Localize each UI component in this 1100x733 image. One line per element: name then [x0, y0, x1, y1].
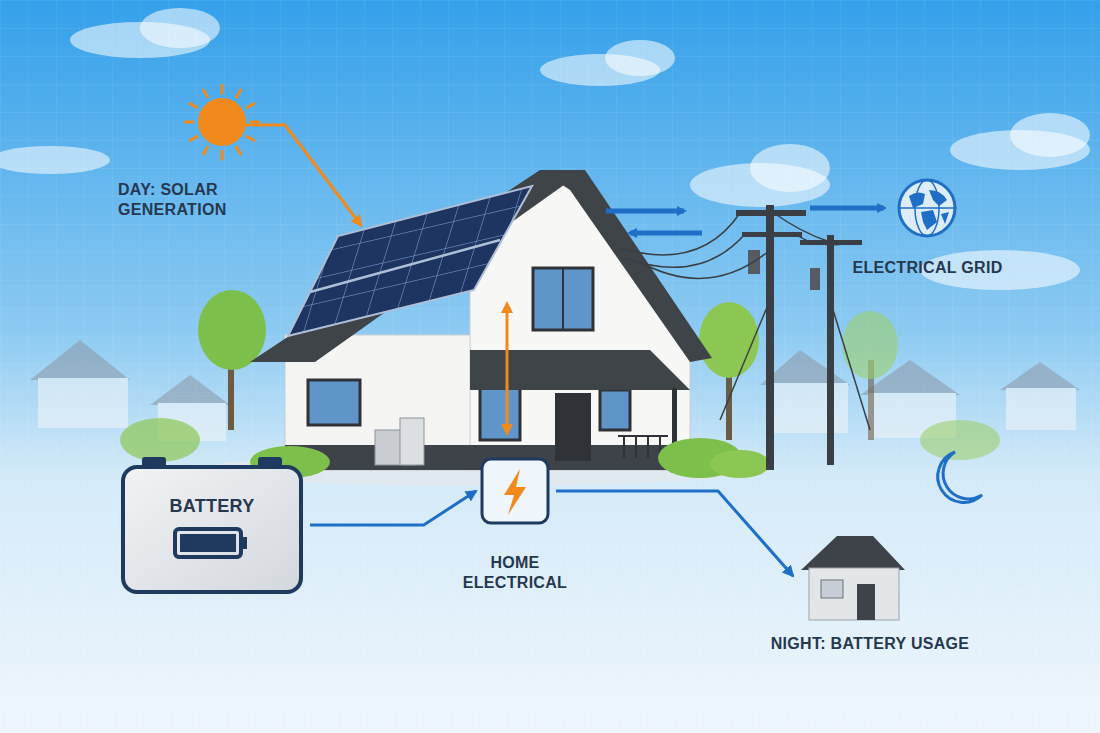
node-icon: [797, 530, 909, 622]
moon-icon: [938, 452, 982, 502]
node-icon: [120, 455, 304, 595]
grid-flow-arrows: [606, 208, 884, 233]
sun-leader-arrow: [238, 125, 360, 224]
main-house: [250, 170, 770, 478]
node-icon: [895, 176, 959, 240]
home-electrical-node: HOME ELECTRICAL: [445, 457, 585, 597]
house-flow-arrow: [506, 305, 509, 432]
node-icon: [182, 82, 262, 162]
node-label: NIGHT: BATTERY USAGE: [755, 634, 985, 654]
battery-node: BATTERY: [120, 455, 304, 599]
node-label: ELECTRICAL GRID: [840, 258, 1015, 278]
node-label: DAY: SOLAR GENERATION: [118, 180, 258, 220]
sun-node: DAY: SOLAR GENERATION: [112, 82, 292, 224]
night-house-node: NIGHT: BATTERY USAGE: [755, 530, 985, 658]
flow-connector: [310, 491, 476, 525]
node-label: HOME ELECTRICAL: [445, 553, 585, 593]
node-icon: [480, 457, 550, 525]
flow-connector: [556, 491, 793, 576]
node-label: BATTERY: [120, 495, 304, 518]
grid-node: ELECTRICAL GRID: [840, 176, 1015, 282]
utility-poles: [620, 205, 870, 470]
